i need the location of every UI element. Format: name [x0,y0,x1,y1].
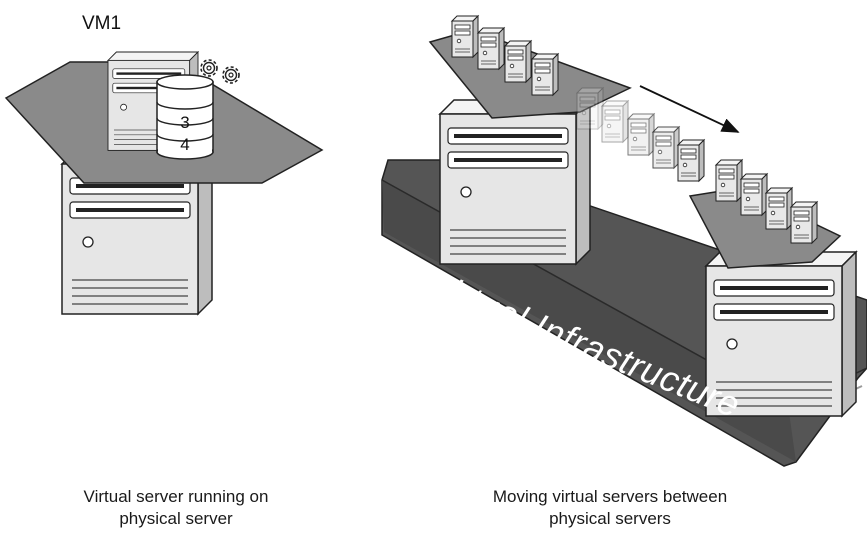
caption-left: Virtual server running on physical serve… [52,486,300,530]
caption-left-line-2: physical server [119,509,233,528]
caption-right-line-2: physical servers [549,509,671,528]
migration-arrow [639,85,740,133]
disk-number-3: 3 [180,113,189,132]
migrating-vms [576,87,705,182]
database-icon: 3 4 [156,74,214,160]
vm1-label: VM1 [82,13,122,34]
caption-left-line-1: Virtual server running on [83,487,269,506]
physical-server-source [439,99,591,265]
disk-number-4: 4 [180,135,189,154]
left-diagram: 3 4 [4,51,324,315]
caption-right: Moving virtual servers between physical … [462,486,758,530]
caption-right-line-1: Moving virtual servers between [492,487,728,506]
right-diagram [381,15,867,467]
